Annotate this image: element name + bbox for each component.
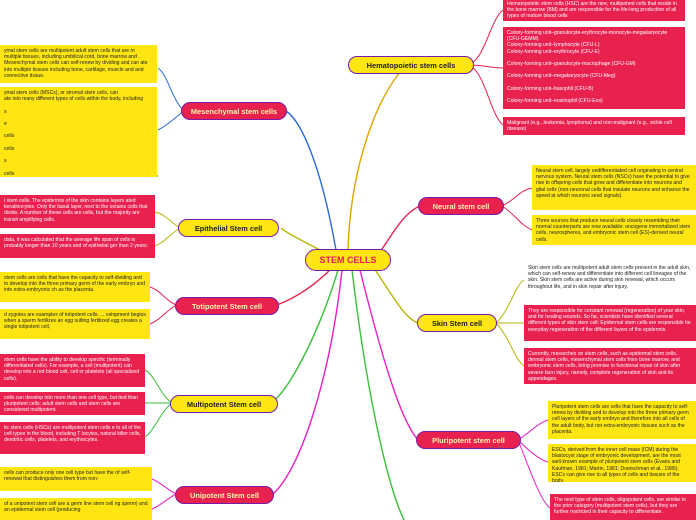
note-pluripotent-definition: Pluripotent stem cells are cells that ha… <box>548 401 696 439</box>
note-mesenchymal-differentiation: ymal stem cells (MSCs), or stromal stem … <box>0 87 157 177</box>
node-skin[interactable]: Skin Stem cell <box>417 314 497 332</box>
link-hematopoietic <box>347 71 401 251</box>
link-extra <box>351 269 405 520</box>
note-skin-research: Currently, researches on stem cells, suc… <box>524 348 696 384</box>
note-neural-sources: Three sources that produce neural cells … <box>532 215 696 245</box>
note-mesenchymal-definition: ymal stem cells are multipotent adult st… <box>0 45 157 83</box>
note-skin-renewal: They are responsible for constant renewa… <box>524 305 696 341</box>
note-skin-definition: Skin stem cells are multipotent adult st… <box>524 262 696 298</box>
note-hematopoietic-cfu-list: Colony-forming unit–granulocyte-erythroc… <box>503 27 685 109</box>
note-pluripotent-oligopotent: The next type of stem cells, oligopotent… <box>550 494 696 520</box>
note-multipotent-adult: cells can develop into more than one cel… <box>0 392 145 415</box>
node-epithelial[interactable]: Epithelial Stem cell <box>178 219 279 237</box>
node-mesenchymal[interactable]: Mesenchymal stem cells <box>181 102 287 120</box>
link-unipotent <box>272 269 343 495</box>
note-epithelial-layers: l stem cells. The epidermis of the skin … <box>0 195 155 228</box>
node-pluripotent[interactable]: Pluripotent stem cell <box>416 431 521 449</box>
note-neural-definition: Neural stem cell, largely undifferentiat… <box>532 165 696 210</box>
node-totipotent[interactable]: Totipotent Stem cell <box>175 297 279 315</box>
link-pluripotent <box>359 269 419 441</box>
center-node-stem-cells[interactable]: STEM CELLS <box>305 249 391 271</box>
link-mesenchymal <box>285 110 337 251</box>
note-multipotent-specific: stem cells have the ability to develop s… <box>0 354 145 387</box>
note-totipotent-example: d zygotes are examples of totipotent cel… <box>0 309 150 339</box>
link-neural <box>379 205 421 253</box>
node-unipotent[interactable]: Unipotent Stem cell <box>175 486 274 504</box>
node-hematopoietic[interactable]: Hematopoietic stem cells <box>348 56 474 74</box>
node-multipotent[interactable]: Multipotent Stem cell <box>170 395 278 413</box>
note-hematopoietic-disease: Malignant (e.g., leukemia, lymphoma) and… <box>503 117 685 135</box>
note-unipotent-definition: cells can produce only one cell type but… <box>0 467 152 491</box>
link-multipotent <box>270 269 339 404</box>
note-unipotent-example: of a unipotent stem cell are a germ line… <box>0 498 152 520</box>
link-totipotent <box>276 267 333 306</box>
note-pluripotent-escs: ESCs, derived from the inner cell mass (… <box>548 444 696 482</box>
note-epithelial-lifespan: data, it was calculated that the average… <box>0 234 155 258</box>
note-hematopoietic-definition: Hematopoietic stem cells (HSC) are the r… <box>503 0 685 21</box>
note-multipotent-hsc: tic stem cells (HSCs) are multipotent st… <box>0 422 145 454</box>
node-neural[interactable]: Neural stem cell <box>418 197 504 215</box>
link-skin <box>373 267 419 324</box>
note-totipotent-definition: stem cells are cells that have the capac… <box>0 272 150 302</box>
